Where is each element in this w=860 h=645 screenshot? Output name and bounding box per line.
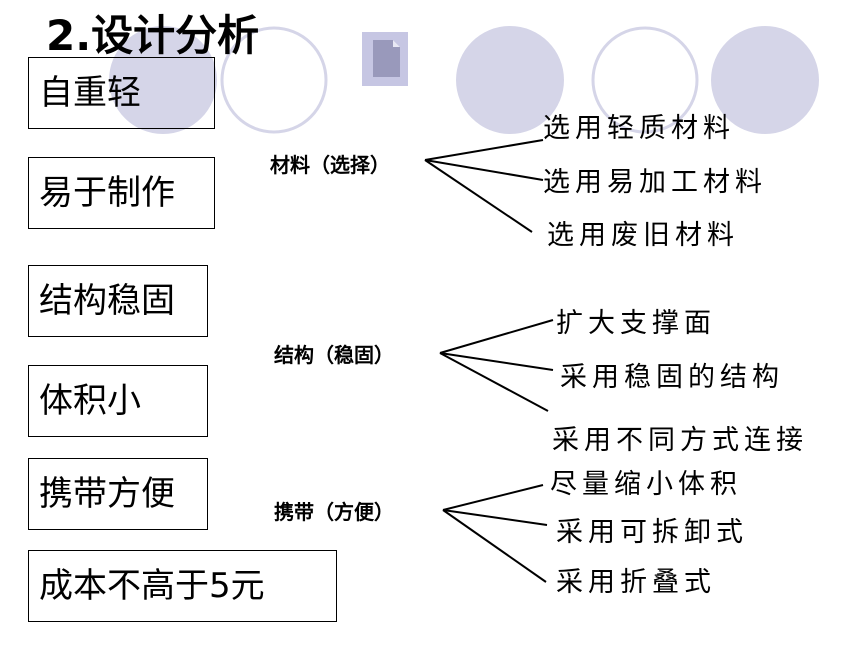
connector-material-1 — [424, 139, 544, 161]
requirement-box-light-weight: 自重轻 — [28, 57, 215, 129]
leaf-light-material: 选用轻质材料 — [543, 113, 735, 144]
leaf-different-joints: 采用不同方式连接 — [552, 425, 808, 456]
branch-label-structure: 结构（稳固） — [274, 343, 394, 367]
decor-circle-filled-1 — [109, 26, 217, 134]
leaf-foldable: 采用折叠式 — [556, 567, 716, 598]
decor-circle-filled-2 — [456, 26, 564, 134]
requirement-box-small-volume: 体积小 — [28, 365, 208, 437]
connector-portable-1 — [442, 484, 544, 511]
branch-label-material: 材料（选择） — [270, 153, 390, 177]
connector-structure-2 — [439, 352, 554, 371]
branch-label-portable: 携带（方便） — [274, 500, 394, 524]
decor-circle-filled-3 — [711, 26, 819, 134]
connector-material-2 — [424, 159, 544, 181]
leaf-waste-material: 选用废旧材料 — [547, 220, 739, 251]
leaf-detachable: 采用可拆卸式 — [556, 517, 748, 548]
connector-portable-2 — [442, 509, 548, 526]
requirement-box-stable-structure: 结构稳固 — [28, 265, 208, 337]
leaf-expand-support: 扩大支撑面 — [556, 308, 716, 339]
connector-structure-3 — [439, 352, 549, 412]
leaf-stable-structure: 采用稳固的结构 — [560, 362, 784, 393]
requirement-box-portable: 携带方便 — [28, 458, 208, 530]
connector-material-3 — [424, 159, 533, 233]
connector-structure-1 — [439, 319, 554, 354]
decor-circle-outline-2 — [591, 26, 699, 134]
leaf-easy-process-material: 选用易加工材料 — [543, 167, 767, 198]
page-title: 2.设计分析 — [46, 11, 260, 60]
leaf-reduce-volume: 尽量缩小体积 — [550, 469, 742, 500]
requirement-box-cost-limit: 成本不高于5元 — [28, 550, 337, 622]
decor-circle-outline-1 — [220, 26, 328, 134]
document-icon — [362, 32, 408, 86]
requirement-box-easy-to-make: 易于制作 — [28, 157, 215, 229]
connector-portable-3 — [442, 509, 547, 583]
